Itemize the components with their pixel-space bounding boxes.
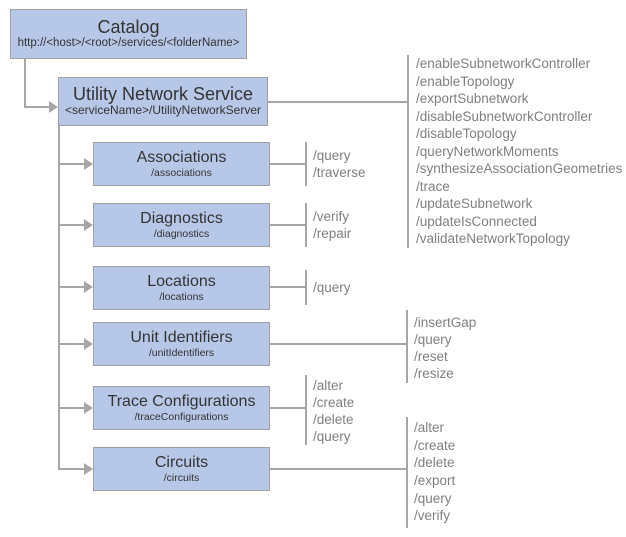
associations-title: Associations (136, 149, 227, 167)
service-op: /exportSubnetwork (416, 91, 529, 106)
arrowhead-diagnostics-icon (84, 219, 93, 231)
unit-identifiers-op: /reset (414, 349, 448, 364)
connector-service-ops (267, 101, 408, 103)
arrowhead-locations-icon (84, 281, 93, 293)
circuits-ops-bracket (406, 417, 408, 528)
trace-configurations-title: Trace Configurations (107, 393, 256, 411)
diagnostics-op: /verify (313, 209, 350, 224)
connector-trunk (58, 126, 60, 470)
unit-identifiers-op: /resize (414, 366, 454, 381)
arrowhead-associations-icon (84, 158, 93, 170)
service-op: /enableSubnetworkController (416, 56, 591, 71)
diagnostics-op: /repair (313, 226, 352, 241)
service-op: /validateNetworkTopology (416, 231, 570, 246)
catalog-url: http://<host>/<root>/services/<folderNam… (17, 37, 240, 50)
service-op: /updateIsConnected (416, 213, 537, 229)
circuits-operations-list: /alter /create /delete /export /query /v… (414, 419, 455, 525)
service-op: /queryNetworkMoments (416, 143, 559, 159)
locations-url: /locations (159, 290, 204, 303)
unit-identifiers-title: Unit Identifiers (130, 329, 233, 347)
connector-circuits-ops (269, 468, 407, 470)
node-unit-identifiers: Unit Identifiers /unitIdentifiers (93, 322, 270, 366)
connector-diagnostics-ops (269, 224, 306, 226)
service-op: /updateSubnetwork (416, 196, 533, 211)
branch-diagnostics (58, 224, 85, 226)
trace-configurations-url: /traceConfigurations (134, 410, 229, 423)
service-op: /disableSubnetworkController (416, 108, 593, 124)
trace-configurations-op: /create (313, 395, 355, 410)
locations-operations-list: /query (313, 279, 351, 296)
diagnostics-ops-bracket (305, 203, 307, 247)
diagnostics-url: /diagnostics (153, 227, 210, 240)
connector-catalog-horizontal (24, 106, 50, 108)
node-circuits: Circuits /circuits (93, 447, 270, 491)
circuits-op: /verify (414, 508, 451, 524)
catalog-title: Catalog (97, 16, 160, 37)
node-diagnostics: Diagnostics /diagnostics (93, 203, 270, 247)
unit-identifiers-url: /unitIdentifiers (148, 346, 215, 359)
associations-ops-bracket (305, 142, 307, 186)
node-associations: Associations /associations (93, 142, 270, 186)
trace-configurations-op: /alter (313, 378, 344, 393)
branch-locations (58, 286, 85, 288)
unit-identifiers-op: /query (414, 332, 452, 347)
arrowhead-unit-identifiers-icon (84, 338, 93, 350)
diagnostics-title: Diagnostics (140, 210, 223, 228)
branch-associations (58, 163, 85, 165)
circuits-op: /export (414, 473, 456, 489)
node-catalog: Catalog http://<host>/<root>/services/<f… (10, 9, 247, 59)
node-utility-network-service: Utility Network Service <serviceName>/Ut… (58, 77, 268, 126)
arrowhead-circuits-icon (84, 463, 93, 475)
node-trace-configurations: Trace Configurations /traceConfiguration… (93, 386, 270, 430)
circuits-title: Circuits (154, 454, 209, 472)
arrowhead-trace-configurations-icon (84, 402, 93, 414)
service-ops-bracket (407, 55, 409, 248)
arrowhead-service-icon (49, 101, 58, 113)
trace-configurations-operations-list: /alter /create /delete /query (313, 377, 354, 445)
branch-unit-identifiers (58, 343, 85, 345)
circuits-op: /create (414, 437, 456, 453)
trace-configurations-op: /delete (313, 412, 354, 427)
connector-associations-ops (269, 163, 306, 165)
locations-ops-bracket (305, 270, 307, 305)
service-title: Utility Network Service (72, 83, 254, 104)
service-op: /synthesizeAssociationGeometries (416, 161, 623, 176)
unit-identifiers-ops-bracket (406, 310, 408, 383)
associations-op: /query (313, 148, 351, 163)
service-op: /disableTopology (416, 126, 517, 141)
locations-op: /query (313, 280, 351, 295)
service-op: /trace (416, 178, 450, 194)
diagnostics-operations-list: /verify /repair (313, 208, 351, 242)
branch-circuits (58, 468, 85, 470)
locations-title: Locations (147, 273, 216, 291)
circuits-url: /circuits (163, 471, 200, 484)
circuits-op: /alter (414, 420, 445, 435)
associations-op: /traverse (313, 165, 366, 180)
trace-configurations-op: /query (313, 429, 351, 444)
service-op: /enableTopology (416, 73, 515, 89)
unit-identifiers-operations-list: /insertGap /query /reset /resize (414, 314, 476, 382)
connector-catalog-vertical (24, 59, 26, 108)
connector-trace-configurations-ops (269, 407, 306, 409)
circuits-op: /delete (414, 455, 455, 471)
node-locations: Locations /locations (93, 266, 270, 310)
service-operations-list: /enableSubnetworkController /enableTopol… (416, 55, 622, 248)
service-url: <serviceName>/UtilityNetworkServer (64, 103, 262, 118)
trace-configurations-ops-bracket (305, 375, 307, 445)
associations-url: /associations (151, 166, 212, 179)
branch-trace-configurations (58, 407, 85, 409)
connector-unit-identifiers-ops (269, 343, 407, 345)
circuits-op: /query (414, 490, 452, 506)
unit-identifiers-op: /insertGap (414, 315, 477, 330)
associations-operations-list: /query /traverse (313, 147, 366, 181)
connector-locations-ops (269, 286, 306, 288)
